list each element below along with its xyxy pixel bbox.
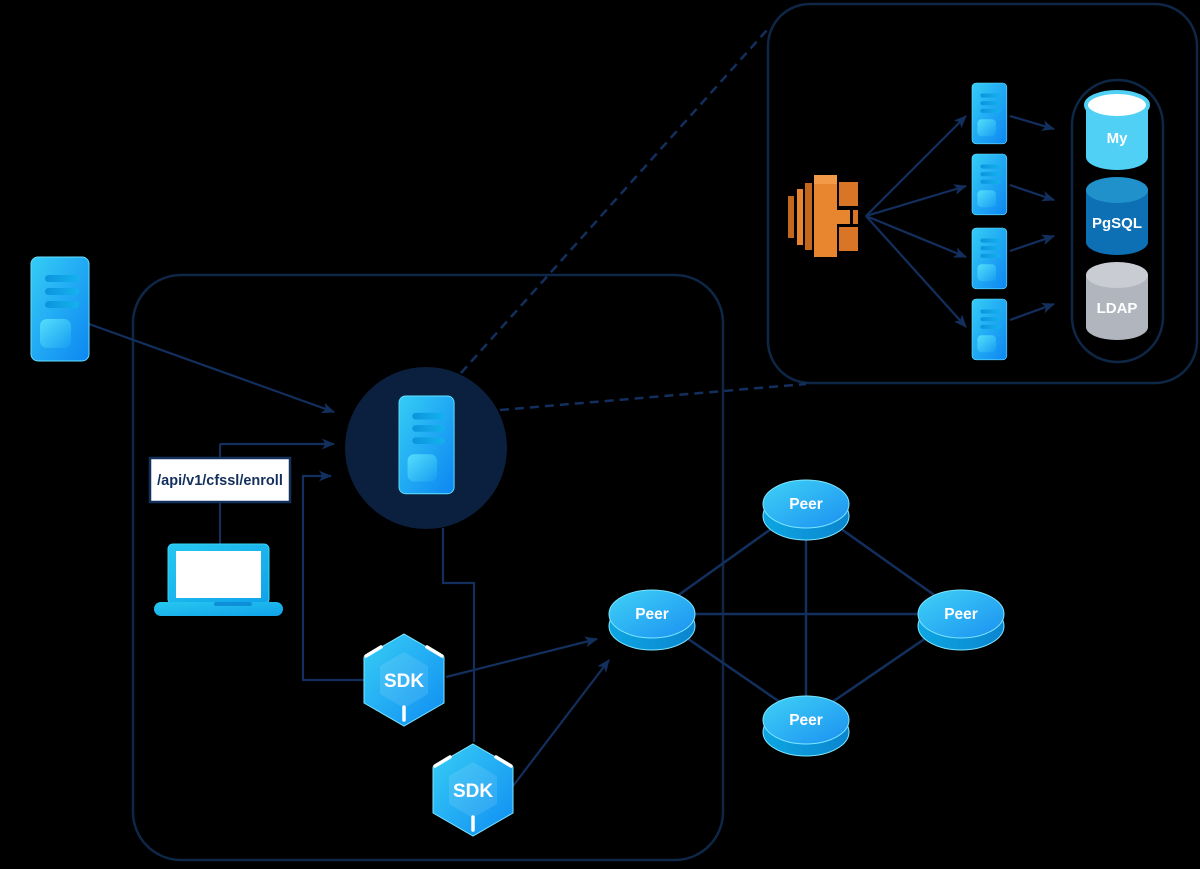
api-endpoint-label: /api/v1/cfssl/enroll (148, 456, 292, 504)
sdk1-to-ca-arrow (301, 470, 364, 682)
replica1-to-mysql-arrow (1009, 114, 1056, 131)
database-mysql: My (1084, 90, 1150, 170)
server-icon (30, 256, 90, 362)
lb-to-replica4-arrow (865, 215, 967, 328)
sdk-label: SDK (384, 671, 424, 692)
database-pgsql: PgSQL (1086, 177, 1148, 255)
dashed-line-bottom (499, 382, 807, 412)
peer-node: Peer (762, 479, 850, 541)
server-icon (971, 153, 1008, 216)
ca-to-sdk2-line (441, 528, 476, 742)
peer-label: Peer (789, 496, 823, 513)
server-icon (971, 82, 1008, 145)
dashed-line-top (460, 29, 768, 374)
peer-label: Peer (635, 606, 669, 623)
expansion-dashed-lines (460, 29, 807, 412)
lb-to-replica1-arrow (865, 115, 967, 217)
load-balancer-icon (788, 175, 858, 257)
sdk2-to-peer-arrow (512, 659, 610, 787)
replica2-to-pgsql-arrow (1009, 183, 1056, 202)
ca-cluster-expanded-box (766, 2, 1199, 385)
peer-node: Peer (762, 695, 850, 757)
database-label: LDAP (1097, 300, 1138, 317)
sdk-label: SDK (453, 781, 493, 802)
api-endpoint-text: /api/v1/cfssl/enroll (157, 473, 283, 489)
database-label: PgSQL (1092, 215, 1142, 232)
sdk-node: SDK (431, 742, 515, 838)
replica3-to-pgsql-arrow (1009, 234, 1056, 253)
lb-to-replica3-arrow (865, 214, 968, 259)
sdk1-to-peer-arrow (445, 636, 599, 679)
sdk-node: SDK (362, 632, 446, 728)
server-icon (971, 227, 1008, 290)
database-group-box (1070, 78, 1165, 364)
server-icon (971, 298, 1008, 361)
peer-node: Peer (608, 589, 696, 651)
root-to-ca-arrow (88, 322, 336, 414)
fabric-ca-container-box (131, 273, 725, 862)
peer-node: Peer (917, 589, 1005, 651)
server-icon (398, 395, 455, 495)
lb-to-replica2-arrow (865, 184, 968, 218)
replica4-to-ldap-arrow (1009, 302, 1056, 322)
peer-label: Peer (944, 606, 978, 623)
database-ldap: LDAP (1086, 262, 1148, 340)
connectors (88, 114, 1056, 787)
database-label: My (1107, 130, 1128, 147)
ca-server-node (345, 367, 507, 529)
laptop-icon (154, 543, 283, 616)
peer-label: Peer (789, 712, 823, 729)
